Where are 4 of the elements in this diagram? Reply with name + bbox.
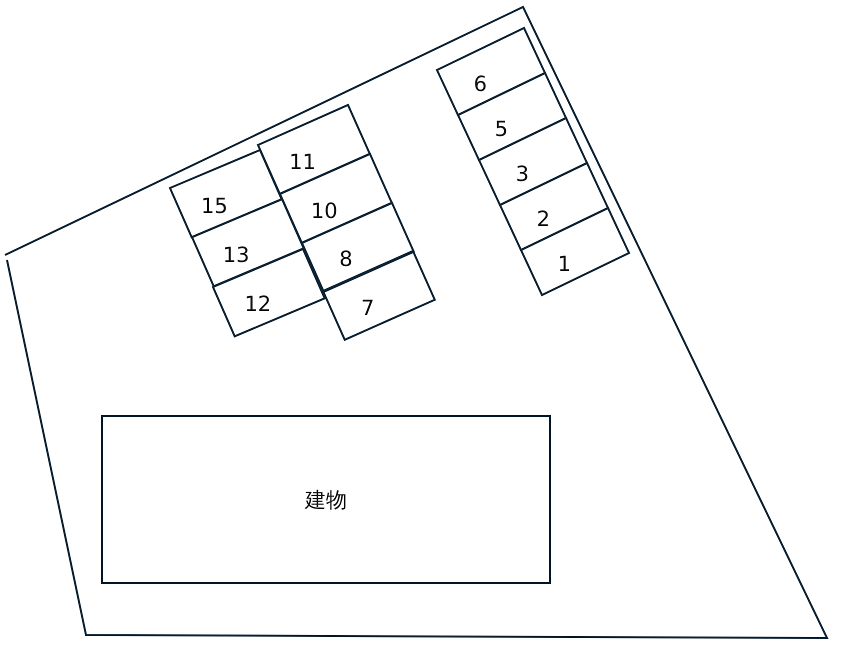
building-box: 建物 <box>101 415 551 584</box>
parking-space: 6 <box>437 28 545 115</box>
parking-space: 15 <box>170 150 282 238</box>
parking-space: 11 <box>258 105 370 194</box>
